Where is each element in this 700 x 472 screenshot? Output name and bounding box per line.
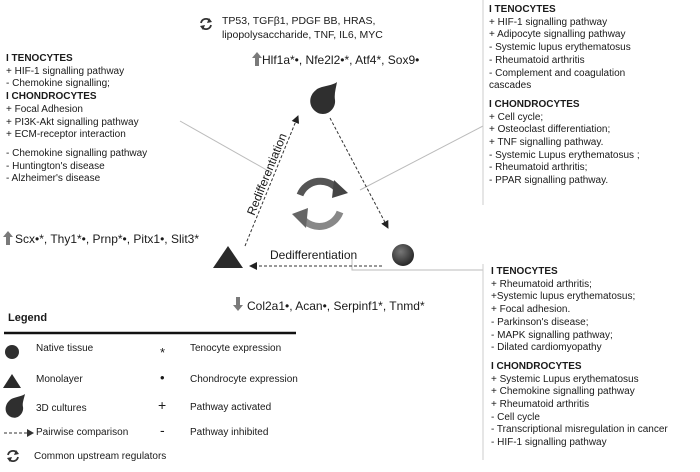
pathway-item: + Osteoclast differentiation; — [489, 124, 611, 136]
genes-bottom: Col2a1•, Acan•, Serpinf1*, Tnmd* — [247, 299, 425, 313]
legend-label-activated: Pathway activated — [190, 402, 272, 413]
dedifferentiation-label: Dedifferentiation — [270, 248, 358, 262]
pathway-item: - MAPK signalling pathway; — [491, 329, 613, 341]
legend-label-native-tissue: Native tissue — [36, 343, 94, 354]
redifferentiation-arrow — [244, 115, 300, 247]
pathway-item: - Dilated cardiomyopathy — [491, 342, 602, 354]
connector-left — [179, 120, 273, 174]
pathway-item: + Focal Adhesion — [6, 103, 83, 115]
panel-top-right: I TENOCYTES+ HIF-1 signalling pathway+ A… — [489, 4, 640, 188]
pathway-item: - Chemokine signalling; — [6, 78, 110, 90]
drop-icon — [5, 394, 26, 418]
pathway-item: + ECM-receptor interaction — [6, 129, 126, 141]
down-arrow-icon — [233, 297, 243, 311]
pathway-item: - Chemokine signalling pathway — [6, 147, 148, 159]
central-cycle-icon — [292, 177, 348, 230]
pathway-item: - Complement and coagulation — [489, 67, 626, 79]
circle-icon-native-tissue — [392, 244, 414, 266]
pathway-item: + PI3K-Akt signalling pathway — [6, 116, 139, 128]
drop-icon-3d-cultures — [310, 82, 337, 114]
genes-left: Scx•*, Thy1*•, Prnp*•, Pitx1•, Slit3* — [15, 232, 199, 246]
connector-top-right — [359, 125, 484, 191]
pathway-item: + Systemic Lupus erythematosus — [491, 373, 639, 385]
pathway-item: + Rheumatoid arthritis — [491, 399, 590, 411]
pathway-item: cascades — [489, 80, 532, 92]
panel-heading: I TENOCYTES — [491, 266, 558, 277]
panel-left: I TENOCYTES+ HIF-1 signalling pathway- C… — [6, 53, 147, 186]
pathway-item: - PPAR signalling pathway. — [489, 175, 609, 187]
up-arrow-icon — [252, 52, 262, 66]
legend-label-monolayer: Monolayer — [36, 374, 83, 385]
dashed-arrow-icon — [4, 429, 34, 437]
pathway-item: + Focal adhesion. — [491, 304, 571, 316]
pathway-item: - Rheumatoid arthritis; — [489, 162, 588, 174]
legend-label-3d-cultures: 3D cultures — [36, 403, 87, 414]
pathway-item: + Adipocyte signalling pathway — [489, 29, 626, 41]
pathway-item: - Systemic Lupus erythematosus ; — [489, 149, 640, 161]
legend-label-pairwise-comparison: Pairwise comparison — [36, 427, 129, 438]
panel-heading: I CHONDROCYTES — [6, 91, 97, 103]
legend-title: Legend — [8, 312, 48, 324]
legend-label-upstream-regulators: Common upstream regulators — [34, 451, 167, 462]
panel-heading: I CHONDROCYTES — [491, 360, 582, 372]
triangle-icon — [3, 374, 21, 388]
panel-bottom-right: I TENOCYTES+ Rheumatoid arthritis;+Syste… — [491, 266, 668, 450]
pathway-item: + Rheumatoid arthritis; — [491, 278, 592, 290]
pathway-item: - HIF-1 signalling pathway — [491, 437, 607, 449]
up-arrow-icon — [3, 231, 13, 245]
panel-heading: I TENOCYTES — [6, 53, 73, 64]
panel-heading: I CHONDROCYTES — [489, 98, 580, 110]
panel-heading: I TENOCYTES — [489, 4, 556, 15]
pathway-item: - Transcriptional misregulation in cance… — [491, 424, 668, 436]
pathway-item: + HIF-1 signalling pathway — [6, 65, 125, 77]
cycle-icon — [200, 18, 212, 30]
pathway-item: - Huntington's disease — [6, 160, 105, 172]
legend-symbol-chondrocyte: • — [160, 370, 165, 385]
legend-symbol-activated: + — [158, 397, 167, 413]
upstream-regulators-line2: lipopolysaccharide, TNF, IL6, MYC — [222, 29, 383, 41]
legend-label-tenocyte: Tenocyte expression — [190, 343, 282, 354]
pathway-item: + Cell cycle; — [489, 111, 544, 123]
pathway-item: +Systemic lupus erythematosus; — [491, 291, 636, 303]
pathway-item: - Systemic lupus erythematosus — [489, 42, 631, 54]
pathway-item: + HIF-1 signalling pathway — [489, 16, 608, 28]
pathway-item: + Chemokine signalling pathway — [491, 386, 635, 398]
legend-symbol-inhibited: - — [160, 422, 165, 438]
pathway-item: - Alzheimer's disease — [6, 173, 101, 185]
connector-bottom-right — [351, 259, 483, 271]
triangle-icon-monolayer — [213, 246, 243, 268]
genes-top: Hlf1a*•, Nfe2l2•*, Atf4*, Sox9• — [262, 53, 420, 67]
circle-icon — [5, 345, 19, 359]
legend-label-chondrocyte: Chondrocyte expression — [190, 374, 298, 385]
pathway-item: - Cell cycle — [491, 411, 540, 423]
pathway-item: - Rheumatoid arthritis — [489, 54, 585, 66]
pathway-item: - Parkinson's disease; — [491, 316, 589, 328]
upstream-regulators-line1: TP53, TGFβ1, PDGF BB, HRAS, — [222, 15, 376, 27]
drop-to-circle-arrow — [329, 117, 389, 229]
legend-label-inhibited: Pathway inhibited — [190, 427, 269, 438]
pathway-item: + TNF signalling pathway. — [489, 137, 604, 149]
cycle-icon — [7, 450, 19, 462]
legend-symbol-tenocyte: * — [160, 345, 166, 360]
